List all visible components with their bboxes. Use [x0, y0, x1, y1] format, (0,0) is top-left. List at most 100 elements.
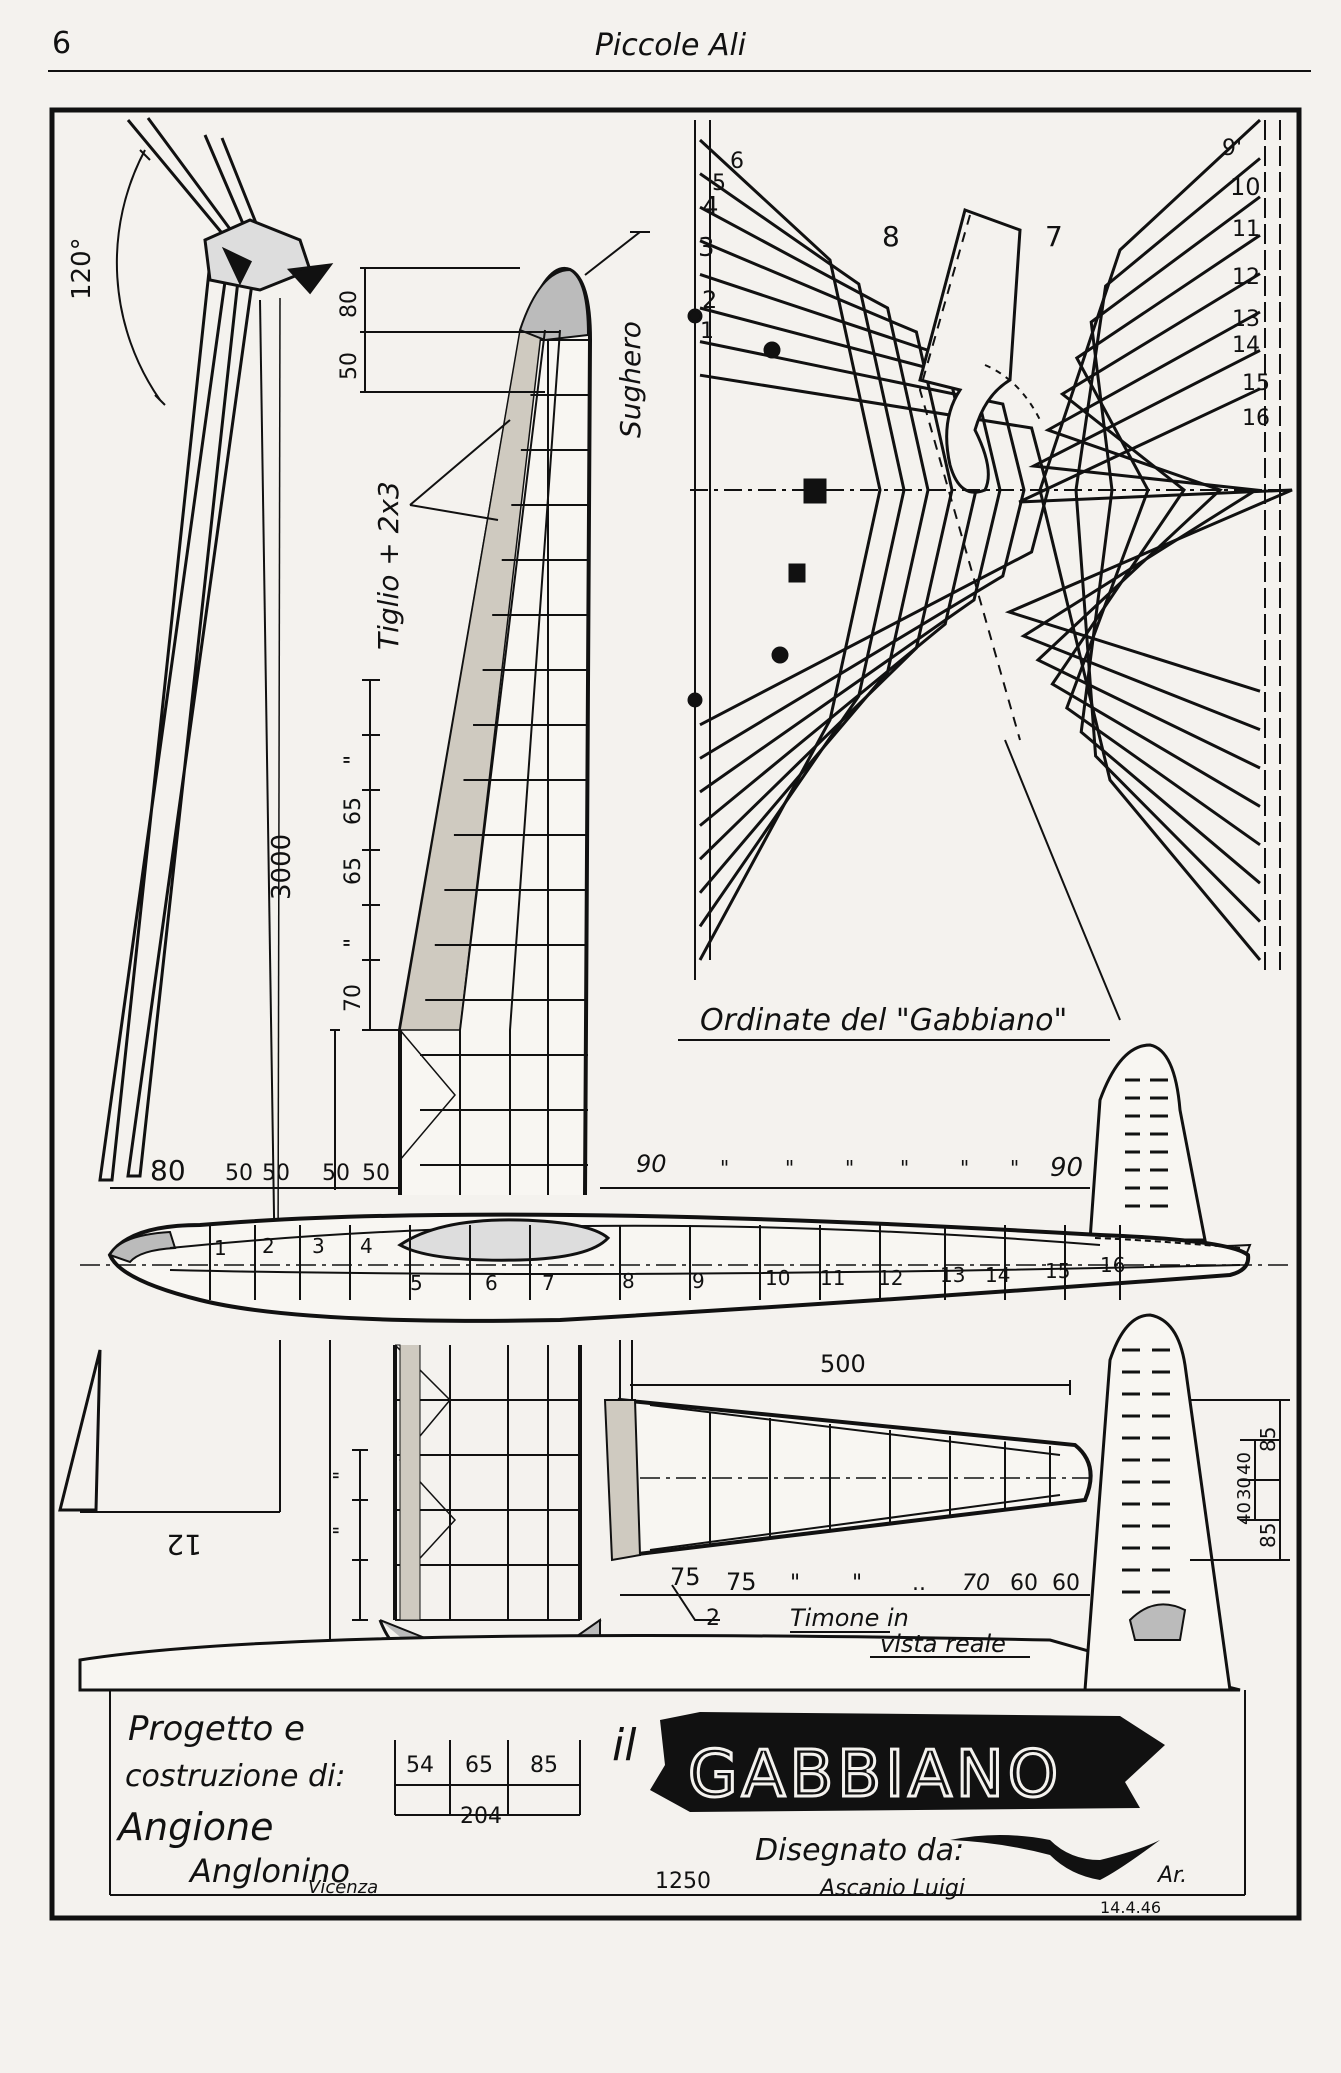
- fuselage-station-label: 13: [940, 1263, 965, 1287]
- fuselage-station-label: 14: [985, 1263, 1010, 1287]
- former-right-outline: [1035, 310, 1261, 770]
- fuselage-station-label: 7: [542, 1271, 555, 1295]
- tail-dim-8: 60: [1052, 1571, 1080, 1596]
- page-title: Piccole Ali: [594, 28, 747, 63]
- fuselage-station-label: 10: [765, 1266, 790, 1290]
- former-right-outline: [1020, 349, 1261, 731]
- drawer-signature: Ascanio Luigi: [818, 1876, 965, 1901]
- former-left-outline: [698, 138, 882, 961]
- title-banner: [650, 1712, 1165, 1812]
- designer-name-2: Anglonino: [188, 1852, 350, 1890]
- cork-label: Sughero: [614, 321, 647, 438]
- rudder-dim-85a: 85: [1256, 1427, 1280, 1452]
- tail-caption-2: vista reale: [880, 1630, 1006, 1658]
- fuselage-station-label: 2: [262, 1234, 275, 1258]
- tailplane: [603, 1340, 1093, 1596]
- header-rule: [48, 70, 1311, 72]
- tail-dim-1: 75: [670, 1563, 701, 1591]
- wing-planform: [398, 266, 593, 1196]
- rudder-plan-view: [1083, 1313, 1290, 1692]
- rudder-dim-30: 30: [1234, 1477, 1255, 1500]
- former-num-12: 12: [1232, 265, 1260, 290]
- fuselage-station-label: 12: [878, 1266, 903, 1290]
- lower-rib-ditto-2: ": [329, 1526, 353, 1535]
- rib-spacing-dims: [330, 679, 400, 1190]
- tail-dim-3: ": [790, 1571, 800, 1596]
- fuselage-station-label: 16: [1100, 1253, 1125, 1277]
- designer-name-1: Angione: [115, 1805, 273, 1849]
- fuselage-station-label: 6: [485, 1271, 498, 1295]
- former-num-11: 11: [1232, 217, 1260, 242]
- former-num-13: 13: [1232, 307, 1260, 332]
- plan-frame: [49, 107, 1302, 1921]
- center-dim-65: 65: [465, 1753, 493, 1778]
- rudder-dim-85b: 85: [1256, 1523, 1280, 1548]
- former-num-8: 8: [882, 220, 900, 253]
- rib-dim-70: 70: [341, 984, 366, 1012]
- fus-dim-50d: 50: [362, 1161, 390, 1186]
- wing-root-lower: [329, 1340, 602, 1664]
- tail-caption-1: Timone in: [790, 1604, 909, 1632]
- model-name-title: GABBIANO: [688, 1738, 1062, 1812]
- former-num-16: 16: [1242, 406, 1270, 431]
- tail-dim-6: 70: [962, 1571, 990, 1596]
- fus-dim-50a: 50: [225, 1161, 253, 1186]
- rib-dim-ditto-1: ": [341, 938, 366, 948]
- fuselage-ditto-mark: ": [1010, 1156, 1019, 1180]
- former-right-outline: [1004, 387, 1293, 693]
- fus-dim-50b: 50: [262, 1161, 290, 1186]
- tail-span-dim: 500: [820, 1350, 866, 1378]
- center-dim-54: 54: [406, 1753, 434, 1778]
- fuselage-station-label: 5: [410, 1271, 423, 1295]
- gull-logo-icon: [950, 1835, 1160, 1880]
- title-block: [109, 1690, 1246, 1896]
- fuselage-ditto-mark: ": [960, 1156, 969, 1180]
- fuselage-station-label: 3: [312, 1234, 325, 1258]
- title-article: il: [612, 1720, 637, 1771]
- former-num-2: 2: [702, 286, 717, 314]
- fuselage-ditto-mark: ": [720, 1156, 729, 1180]
- rudder-dim-40b: 40: [1234, 1502, 1255, 1525]
- former-num-10: 10: [1230, 173, 1261, 201]
- fus-dim-50c: 50: [322, 1161, 350, 1186]
- linden-label: Tiglio + 2x3: [372, 481, 405, 650]
- fuselage-station-label: 11: [820, 1266, 845, 1290]
- fuselage-station-label: 9: [692, 1269, 705, 1293]
- center-dim-85: 85: [530, 1753, 558, 1778]
- fuselage-ditto-mark: ": [900, 1156, 909, 1180]
- designer-line-1: Progetto e: [128, 1709, 305, 1749]
- fuselage-station-label: 4: [360, 1234, 373, 1258]
- former-num-9: 9': [1222, 136, 1242, 161]
- designer-line-2: costruzione di:: [125, 1759, 346, 1794]
- root-dim: 12: [166, 1528, 202, 1561]
- former-num-5: 5: [712, 171, 726, 196]
- drawn-by-label: Disegnato da:: [755, 1833, 964, 1868]
- tail-dim-5: ..: [912, 1571, 926, 1596]
- formers-view: [687, 118, 1293, 1021]
- former-left-outline: [698, 205, 930, 894]
- former-left-outline: [698, 172, 906, 928]
- fuselage-plan-view: [78, 1634, 1241, 1692]
- total-length: 1250: [655, 1869, 711, 1894]
- formers-title: Ordinate del "Gabbiano": [700, 1003, 1067, 1038]
- rudder-dim-40a: 40: [1234, 1452, 1255, 1475]
- tail-dim-7: 60: [1010, 1571, 1038, 1596]
- rib-dim-65a: 65: [341, 857, 366, 885]
- fuselage-station-label: 1: [214, 1236, 227, 1260]
- fuselage-ditto-mark: ": [785, 1156, 794, 1180]
- city-label: Vicenza: [308, 1877, 378, 1898]
- former-num-1: 1: [700, 319, 714, 344]
- former-left-outline: [699, 373, 1050, 727]
- tip-dim-a: 80: [337, 290, 362, 318]
- fuselage-side-view: [80, 1212, 1290, 1323]
- former-num-15: 15: [1242, 371, 1270, 396]
- rib-dim-ditto-2: ": [341, 755, 366, 765]
- initials: Ar.: [1156, 1863, 1187, 1888]
- tail-dim-4: ": [852, 1571, 862, 1596]
- tip-dim-b: 50: [337, 352, 362, 380]
- tip-dims: [360, 267, 560, 393]
- page-number: 6: [52, 26, 72, 61]
- center-total: 204: [460, 1804, 502, 1829]
